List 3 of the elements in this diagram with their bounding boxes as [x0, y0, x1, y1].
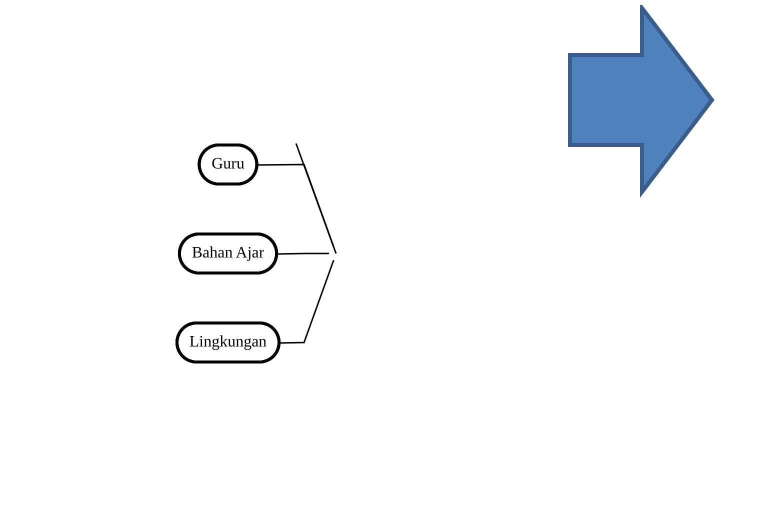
connector	[257, 143, 337, 254]
connector	[280, 260, 334, 344]
connector	[277, 252, 330, 255]
